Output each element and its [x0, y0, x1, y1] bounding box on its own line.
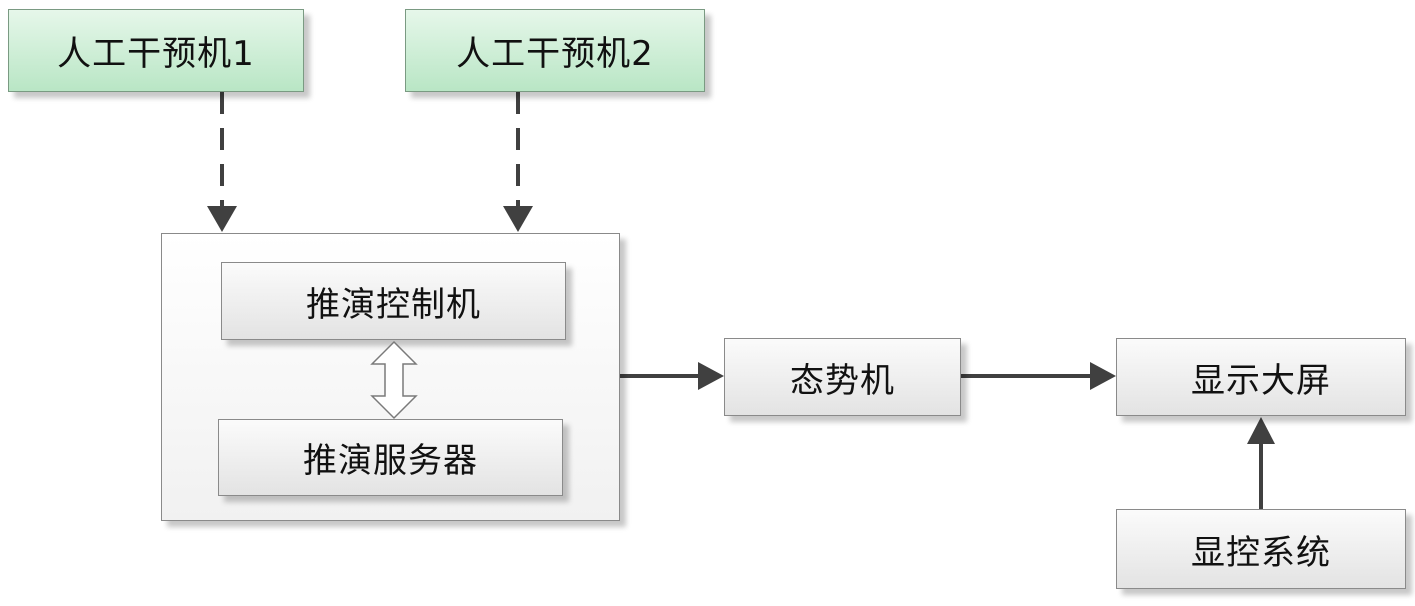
node-manual-2: 人工干预机2	[405, 9, 705, 92]
node-display: 显示大屏	[1116, 338, 1406, 416]
bidirectional-arrow	[370, 340, 418, 420]
arrow-manual2-to-group	[503, 92, 533, 232]
node-server: 推演服务器	[218, 419, 563, 496]
arrow-displaycontrol-to-display	[1247, 417, 1275, 509]
arrow-manual1-to-group	[207, 92, 237, 232]
node-manual-1: 人工干预机1	[8, 9, 304, 92]
node-control: 推演控制机	[221, 262, 566, 340]
node-situation: 态势机	[724, 338, 961, 416]
arrow-situation-to-display	[961, 362, 1116, 390]
arrow-group-to-situation	[620, 362, 724, 390]
node-display-control: 显控系统	[1116, 509, 1406, 589]
